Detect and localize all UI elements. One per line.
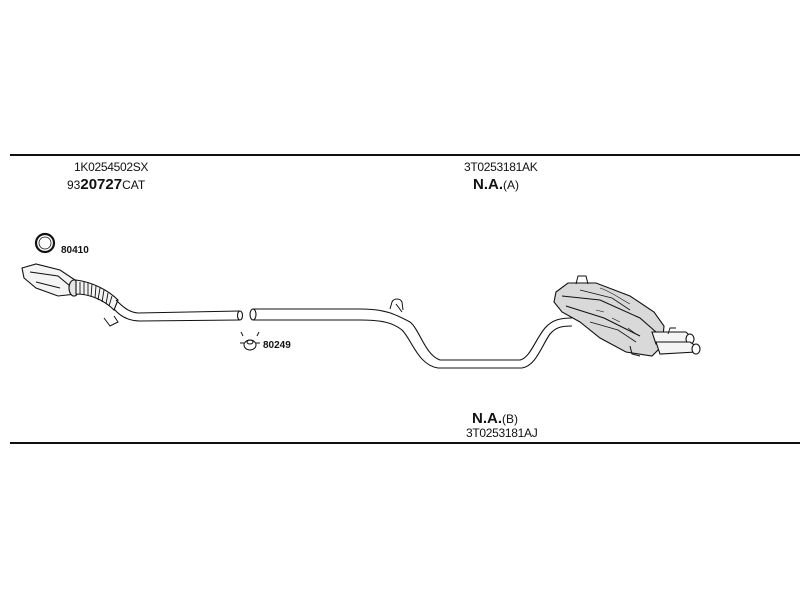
rear-variant-a: (A) [503, 178, 519, 192]
bottom-divider [10, 442, 800, 444]
rear-muffler-variant-b: N.A.(B) [472, 410, 518, 428]
flex-pipe-icon [75, 279, 119, 311]
cat-number-suffix: CAT [122, 178, 146, 192]
cat-number-prefix: 93 [67, 178, 81, 192]
clamp-part-number: 80249 [263, 340, 291, 351]
rear-muffler-code-b: 3T0253181AJ [466, 426, 538, 440]
top-divider [10, 154, 800, 156]
front-pipe-icon [103, 299, 244, 327]
rear-muffler-code-a: 3T0253181AK [464, 160, 538, 174]
rear-muffler-variant-a: N.A.(A) [473, 176, 519, 194]
gasket-part-number: 80410 [61, 245, 89, 256]
rear-variant-b: (B) [502, 412, 518, 426]
rear-na-a: N.A. [473, 176, 503, 193]
intermediate-pipe-icon [249, 298, 573, 369]
catalytic-converter-number: 9320727CAT [67, 176, 145, 194]
catalytic-converter-icon [21, 263, 80, 297]
rear-muffler-icon [553, 275, 701, 357]
catalytic-converter-code: 1K0254502SX [74, 160, 149, 174]
clamp-icon [240, 331, 260, 351]
gasket-ring-icon [34, 232, 56, 254]
cat-number-main: 20727 [80, 176, 123, 193]
rear-na-b: N.A. [472, 410, 502, 427]
